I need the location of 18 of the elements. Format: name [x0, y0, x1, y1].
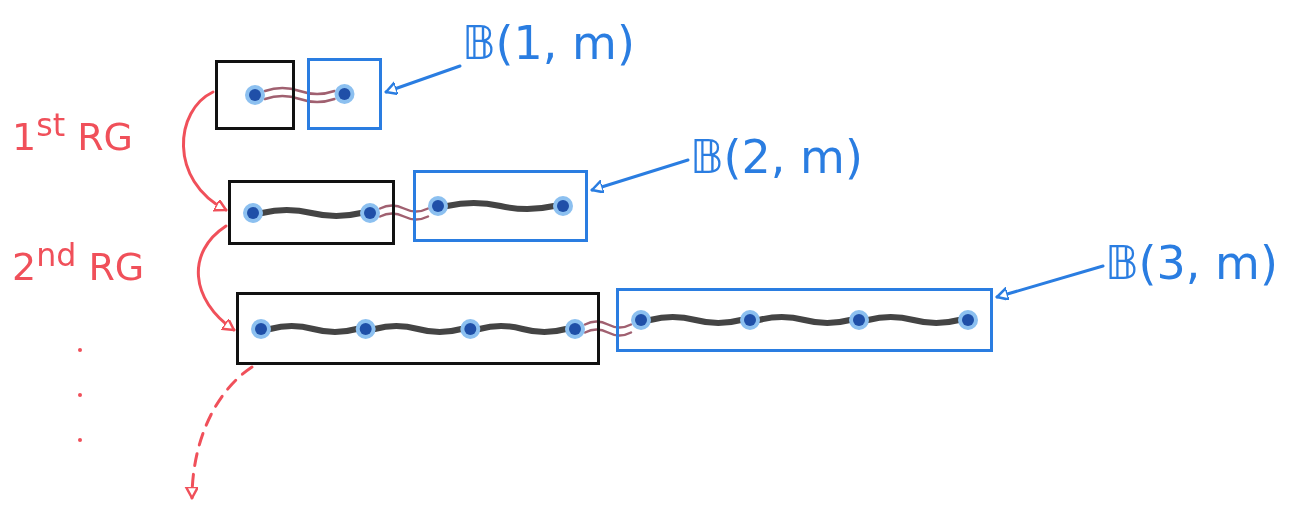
block-box — [228, 180, 395, 245]
block-box — [616, 288, 993, 352]
arrow — [590, 158, 690, 194]
arrow — [185, 365, 254, 500]
coupling-line — [378, 204, 430, 221]
arrow — [197, 224, 236, 332]
arrow — [995, 264, 1105, 301]
arrow — [182, 90, 228, 212]
block-box — [413, 170, 588, 242]
block-box — [307, 58, 382, 130]
block-box — [236, 292, 600, 365]
math-label: 𝔹(1, m) — [462, 18, 635, 69]
coupling-line — [583, 320, 633, 337]
math-label: 𝔹(3, m) — [1105, 238, 1278, 289]
math-label: 𝔹(2, m) — [690, 132, 863, 183]
arrow — [384, 64, 462, 96]
block-box — [215, 60, 295, 130]
coupling-line — [263, 86, 336, 104]
